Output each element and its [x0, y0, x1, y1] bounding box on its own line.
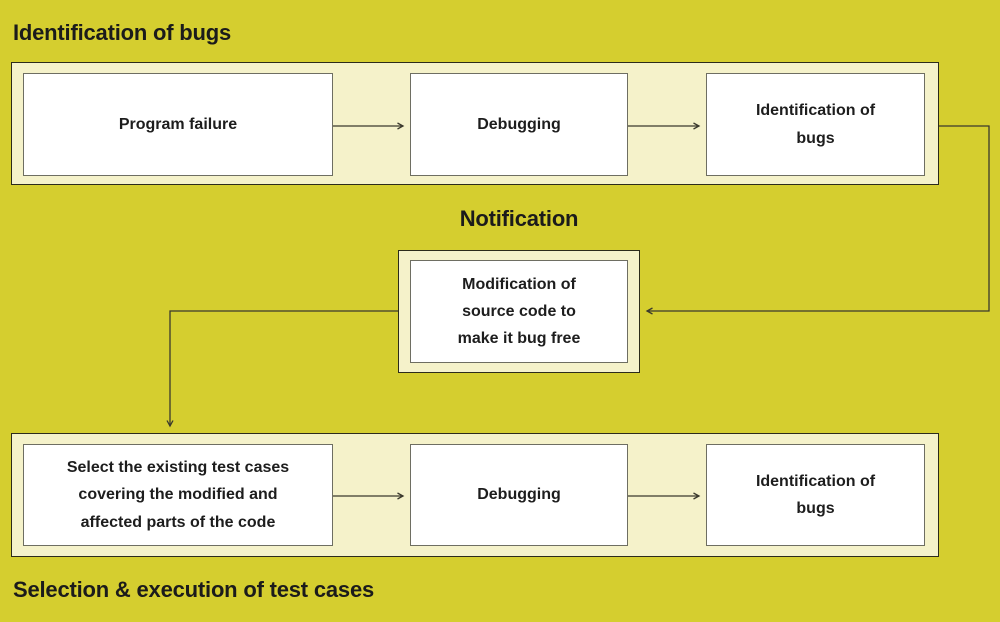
node-debugging-bottom-label: Debugging	[477, 486, 561, 504]
node-debugging-bottom: Debugging	[410, 444, 628, 546]
node-select-test-cases: Select the existing test cases covering …	[23, 444, 333, 546]
arrow-modification-to-selection-band	[166, 310, 398, 428]
node-modification-label: Modification of source code to make it b…	[457, 275, 581, 348]
node-debugging-top-label: Debugging	[477, 115, 561, 133]
node-identification-of-bugs-bottom: Identification of bugs	[706, 444, 925, 546]
node-modification-of-source-code: Modification of source code to make it b…	[410, 260, 628, 363]
node-program-failure-label: Program failure	[118, 115, 238, 133]
heading-selection-execution: Selection & execution of test cases	[13, 577, 375, 602]
heading-identification-of-bugs: Identification of bugs	[13, 20, 232, 45]
node-identification-of-bugs-top: Identification of bugs	[706, 73, 925, 176]
node-program-failure: Program failure	[23, 73, 333, 176]
node-debugging-top: Debugging	[410, 73, 628, 176]
node-select-test-cases-label: Select the existing test cases covering …	[66, 459, 290, 531]
node-identification-of-bugs-top-label: Identification of bugs	[755, 102, 876, 147]
node-identification-of-bugs-bottom-label: Identification of bugs	[755, 472, 876, 517]
heading-notification: Notification	[459, 206, 579, 231]
